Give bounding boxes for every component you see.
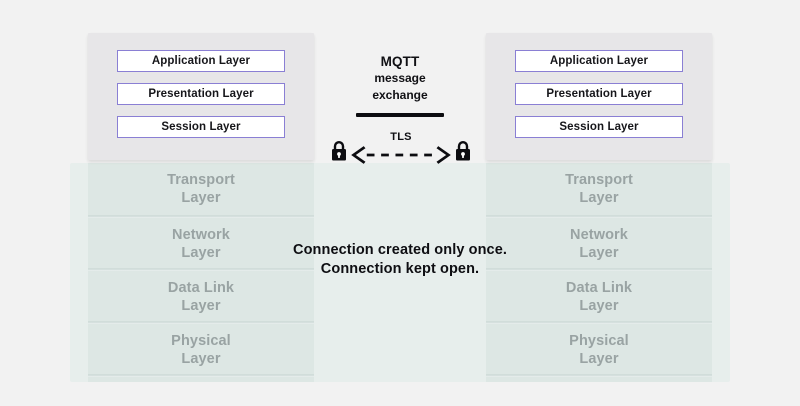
lower-layers-panel: Transport Layer Network Layer Data Link … <box>70 163 730 382</box>
mqtt-subtitle-line-2: exchange <box>372 88 428 102</box>
connection-caption: Connection created only once. Connection… <box>250 241 550 279</box>
lower-layer-data-link: Data Link Layer <box>88 271 314 323</box>
lower-layer-line1: Data Link <box>167 280 235 296</box>
lower-layer-line2: Layer <box>181 245 221 261</box>
mqtt-subtitle-line-1: message <box>374 71 426 85</box>
bidirectional-dashed-arrow-icon <box>351 146 451 164</box>
mqtt-title: MQTT <box>380 54 420 69</box>
layer-divider <box>88 215 314 218</box>
left-upper-layer-card: Application Layer Presentation Layer Ses… <box>88 33 314 160</box>
lower-layer-line1: Physical <box>171 333 231 349</box>
lower-layer-network: Network Layer <box>486 218 712 270</box>
caption-line-2: Connection kept open. <box>320 261 480 277</box>
lower-layer-data-link: Data Link Layer <box>486 271 712 323</box>
lower-layer-line2: Layer <box>579 351 619 367</box>
lower-layer-line2: Layer <box>181 298 221 314</box>
caption-line-1: Connection created only once. <box>293 242 507 258</box>
right-upper-layer-card: Application Layer Presentation Layer Ses… <box>486 33 712 160</box>
tls-arrow-group: TLS <box>348 131 454 165</box>
tls-label: TLS <box>390 131 412 143</box>
lower-layer-line2: Layer <box>579 190 619 206</box>
tls-connection-row: TLS <box>330 131 472 165</box>
lower-layer-line2: Layer <box>579 245 619 261</box>
lower-layer-line1: Network <box>172 227 230 243</box>
lower-layer-line2: Layer <box>181 190 221 206</box>
lower-layer-transport: Transport Layer <box>486 163 712 215</box>
lower-layer-line2: Layer <box>579 298 619 314</box>
lower-layer-network: Network Layer <box>88 218 314 270</box>
layer-divider <box>486 321 712 324</box>
lower-layer-line1: Network <box>570 227 628 243</box>
lock-icon <box>454 140 472 162</box>
lower-layer-line1: Transport <box>565 172 633 188</box>
lower-layer-line2: Layer <box>181 351 221 367</box>
left-lower-layer-column: Transport Layer Network Layer Data Link … <box>88 163 314 382</box>
lower-layer-physical: Physical Layer <box>486 324 712 376</box>
mqtt-exchange-block: MQTT message exchange <box>340 33 460 117</box>
lower-layer-line1: Transport <box>167 172 235 188</box>
upper-layer-presentation: Presentation Layer <box>117 83 285 105</box>
upper-layer-presentation: Presentation Layer <box>515 83 683 105</box>
layer-divider <box>88 374 314 377</box>
lower-layer-line1: Physical <box>569 333 629 349</box>
mqtt-underline-rule <box>356 113 444 117</box>
lower-layer-transport: Transport Layer <box>88 163 314 215</box>
layer-divider <box>88 268 314 271</box>
upper-layer-application: Application Layer <box>515 50 683 72</box>
upper-layer-session: Session Layer <box>117 116 285 138</box>
lower-layer-line1: Data Link <box>565 280 633 296</box>
layer-divider <box>88 321 314 324</box>
layer-divider <box>486 268 712 271</box>
lower-layer-physical: Physical Layer <box>88 324 314 376</box>
upper-layer-session: Session Layer <box>515 116 683 138</box>
lock-icon <box>330 140 348 162</box>
layer-divider <box>486 374 712 377</box>
upper-layer-application: Application Layer <box>117 50 285 72</box>
layer-divider <box>486 215 712 218</box>
right-lower-layer-column: Transport Layer Network Layer Data Link … <box>486 163 712 382</box>
